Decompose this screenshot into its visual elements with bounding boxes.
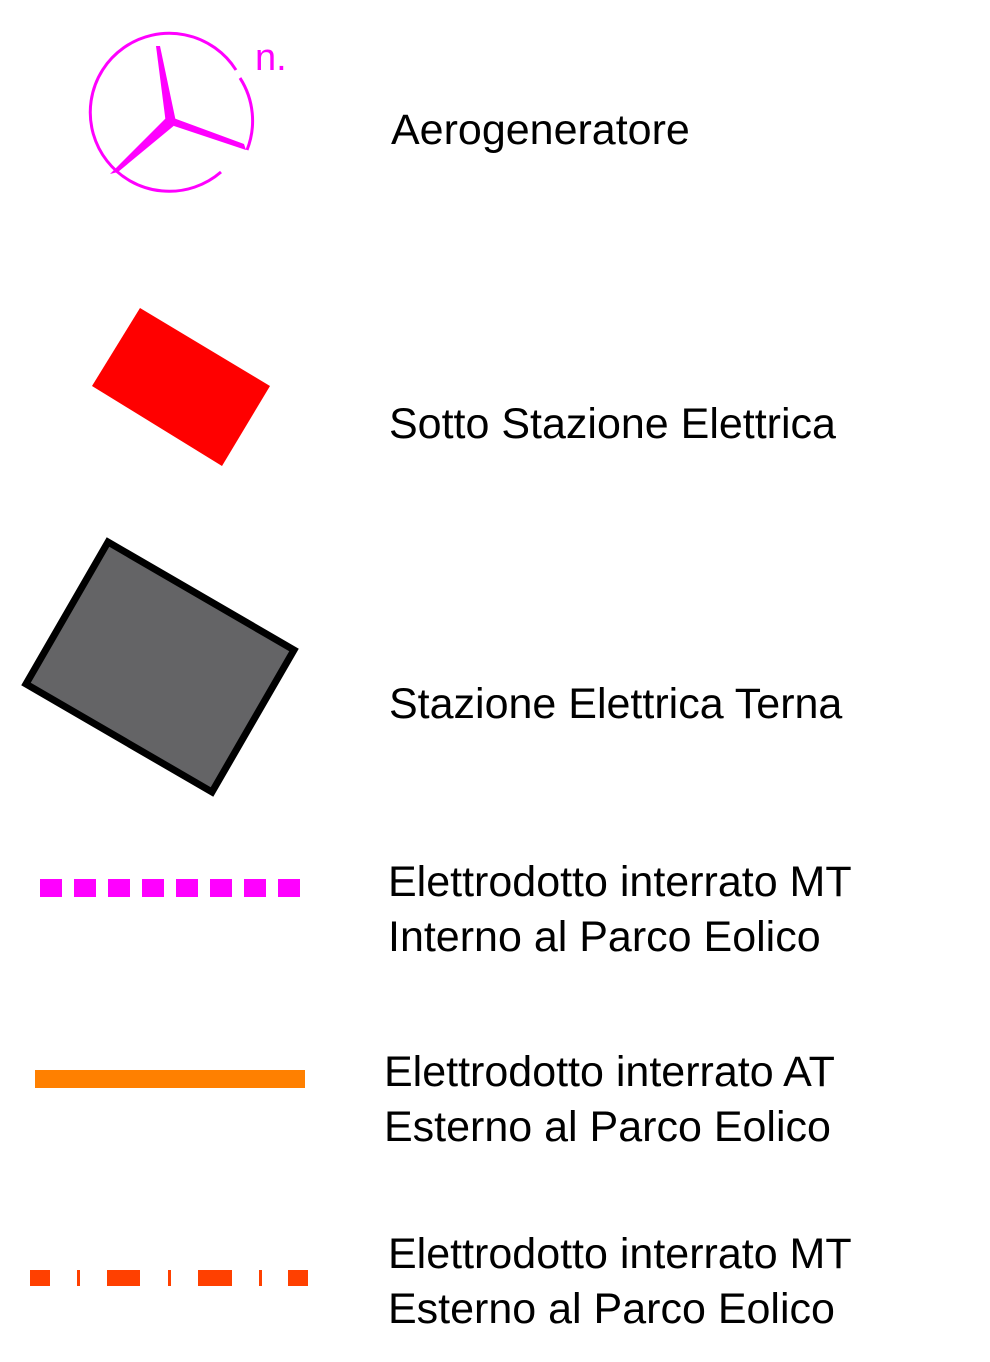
legend-label-mt-interno: Elettrodotto interrato MT Interno al Par… <box>388 855 852 965</box>
legend-label-line: Stazione Elettrica Terna <box>389 680 843 728</box>
legend-label-line: Esterno al Parco Eolico <box>388 1285 835 1333</box>
mt-external-line-symbol <box>30 1270 308 1286</box>
turbine-circle <box>88 31 238 193</box>
turbine-number-label: n. <box>255 37 287 79</box>
legend-label-sotto-stazione: Sotto Stazione Elettrica <box>389 397 836 452</box>
legend-label-mt-esterno: Elettrodotto interrato MT Esterno al Par… <box>388 1227 852 1337</box>
legend-label-line: Aerogeneratore <box>391 106 690 154</box>
legend-label-line: Sotto Stazione Elettrica <box>389 400 836 448</box>
mt-external-dash-dot-line <box>30 1270 308 1286</box>
legend-label-line: Elettrodotto interrato MT <box>388 1230 852 1278</box>
legend-label-line: Elettrodotto interrato AT <box>384 1048 835 1096</box>
mt-internal-line-symbol <box>40 879 310 897</box>
legend-label-line: Interno al Parco Eolico <box>388 913 821 961</box>
wind-turbine-icon: n. <box>88 31 287 193</box>
terna-station-rectangle <box>21 537 299 797</box>
legend-label-line: Esterno al Parco Eolico <box>384 1103 831 1151</box>
substation-rectangle <box>92 308 270 466</box>
terna-station-symbol <box>21 537 299 797</box>
at-external-line-symbol <box>35 1070 305 1088</box>
substation-symbol <box>92 308 270 466</box>
legend-label-at-esterno: Elettrodotto interrato AT Esterno al Par… <box>384 1045 835 1155</box>
turbine-blade-left <box>110 118 176 174</box>
legend-label-aerogeneratore: Aerogeneratore <box>391 103 690 158</box>
turbine-circle-gap-segment <box>238 77 255 151</box>
legend-label-stazione-terna: Stazione Elettrica Terna <box>389 677 842 732</box>
turbine-blade-up <box>156 46 176 124</box>
turbine-blade-right <box>168 116 246 150</box>
legend-label-line: Elettrodotto interrato MT <box>388 858 852 906</box>
